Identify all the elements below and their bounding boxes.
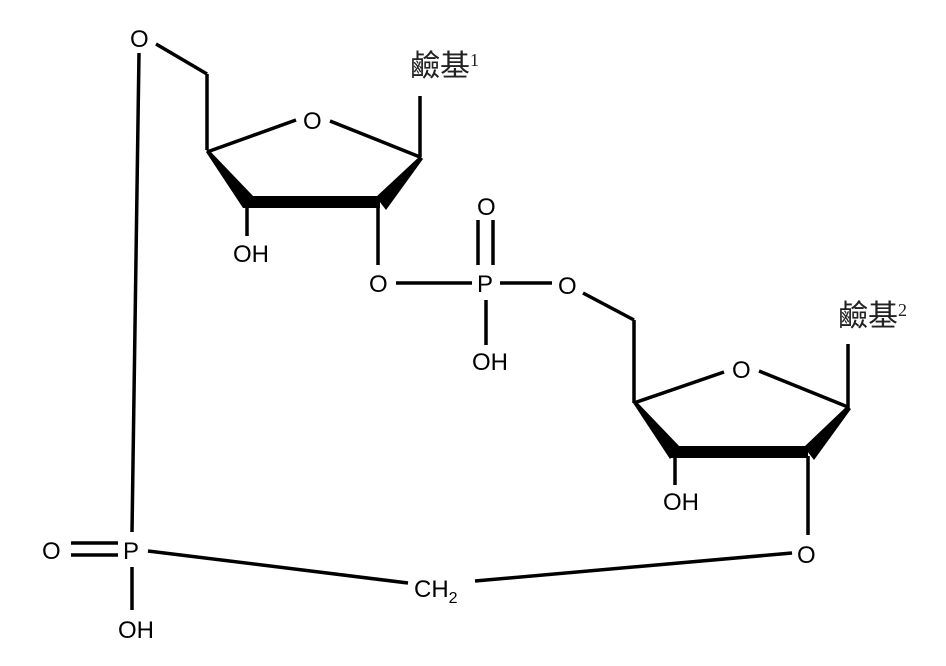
atom-ring1-oh: OH xyxy=(233,241,269,268)
base-1-text: 鹼基 xyxy=(410,50,470,83)
atom-ring2-o: O xyxy=(732,357,751,384)
atom-p2-o-double: O xyxy=(42,538,61,565)
atom-p1: P xyxy=(477,271,493,298)
atom-p1-o-double: O xyxy=(477,194,496,221)
bond-o-c1-1 xyxy=(329,119,421,159)
bond-p-ch2 xyxy=(147,549,409,585)
wedge-c4-c3-1 xyxy=(206,150,254,208)
phosphonate-linkage xyxy=(71,52,793,610)
base-1-superscript: 1 xyxy=(470,50,479,70)
bond-o-c5-1 xyxy=(155,42,208,76)
wedge-c1-c2-1 xyxy=(376,156,423,210)
atom-p1-oh: OH xyxy=(472,349,508,376)
atom-p2-oh: OH xyxy=(118,617,154,644)
wedge-c1-c2-2 xyxy=(804,406,851,460)
atom-ring1-o: O xyxy=(303,108,322,135)
base-2-superscript: 2 xyxy=(898,300,907,320)
base-2-label: 鹼基2 xyxy=(838,300,907,333)
base-1-label: 鹼基1 xyxy=(410,50,479,83)
bond-c4-o-1 xyxy=(206,118,297,154)
wedge-c4-c3-2 xyxy=(633,401,681,459)
atom-o-top-left: O xyxy=(130,26,149,53)
atom-p1-o-right: O xyxy=(558,273,577,300)
atom-ring1-o3: O xyxy=(369,271,388,298)
bond-o-c1-2 xyxy=(758,369,849,409)
atom-ch2: CH2 xyxy=(414,576,458,607)
bond-c4-o-2 xyxy=(633,370,725,405)
bond-o-p-2 xyxy=(130,52,141,533)
sugar-ring-2 xyxy=(632,320,851,535)
atom-ring2-oh: OH xyxy=(663,489,699,516)
atom-p2: P xyxy=(123,538,139,565)
base-2-text: 鹼基 xyxy=(838,300,898,333)
sugar-ring-1 xyxy=(155,42,423,265)
atom-ring2-o3: O xyxy=(797,542,816,569)
bond-ch2-o xyxy=(474,551,793,583)
wedge-c3-c2-2 xyxy=(670,446,808,458)
wedge-c3-c2-1 xyxy=(243,196,380,208)
ch2-text: CH xyxy=(414,576,449,603)
phosphate-1 xyxy=(396,220,635,345)
bond-o-c5-2 xyxy=(582,291,635,322)
ch2-subscript: 2 xyxy=(449,590,458,607)
